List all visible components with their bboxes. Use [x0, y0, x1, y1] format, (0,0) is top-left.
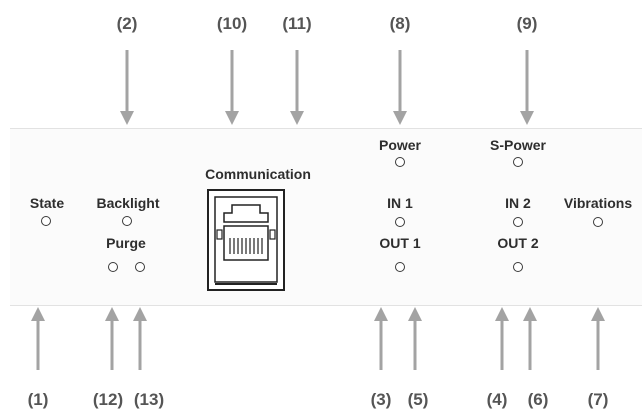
purge-led-2-icon: [135, 262, 145, 272]
callout-7: (7): [587, 390, 609, 409]
callout-12: (12): [92, 390, 124, 409]
callout-8: (8): [389, 14, 411, 33]
backlight-label: Backlight: [96, 195, 160, 211]
out1-label: OUT 1: [379, 235, 421, 251]
s-power-led-icon: [513, 157, 523, 167]
power-label: Power: [378, 137, 422, 153]
in2-led-icon: [513, 217, 523, 227]
in1-label: IN 1: [387, 195, 413, 211]
rj45-port-icon: [207, 189, 285, 291]
purge-label: Purge: [106, 235, 146, 251]
callout-4: (4): [486, 390, 508, 409]
callout-6: (6): [527, 390, 549, 409]
callout-10: (10): [216, 14, 248, 33]
callout-5: (5): [407, 390, 429, 409]
callout-13: (13): [133, 390, 165, 409]
device-panel: [10, 128, 642, 306]
out1-led-icon: [395, 262, 405, 272]
callout-9: (9): [516, 14, 538, 33]
in1-led-icon: [395, 217, 405, 227]
s-power-label: S-Power: [489, 137, 547, 153]
out2-label: OUT 2: [497, 235, 539, 251]
purge-led-1-icon: [108, 262, 118, 272]
state-led-icon: [41, 216, 51, 226]
in2-label: IN 2: [505, 195, 531, 211]
callout-11: (11): [282, 14, 312, 33]
backlight-led-icon: [122, 216, 132, 226]
state-label: State: [29, 195, 65, 211]
communication-label: Communication: [205, 166, 311, 182]
callout-1: (1): [27, 390, 49, 409]
power-led-icon: [395, 157, 405, 167]
callout-2: (2): [116, 14, 138, 33]
callout-3: (3): [370, 390, 392, 409]
vibrations-led-icon: [593, 217, 603, 227]
out2-led-icon: [513, 262, 523, 272]
vibrations-label: Vibrations: [563, 195, 633, 211]
